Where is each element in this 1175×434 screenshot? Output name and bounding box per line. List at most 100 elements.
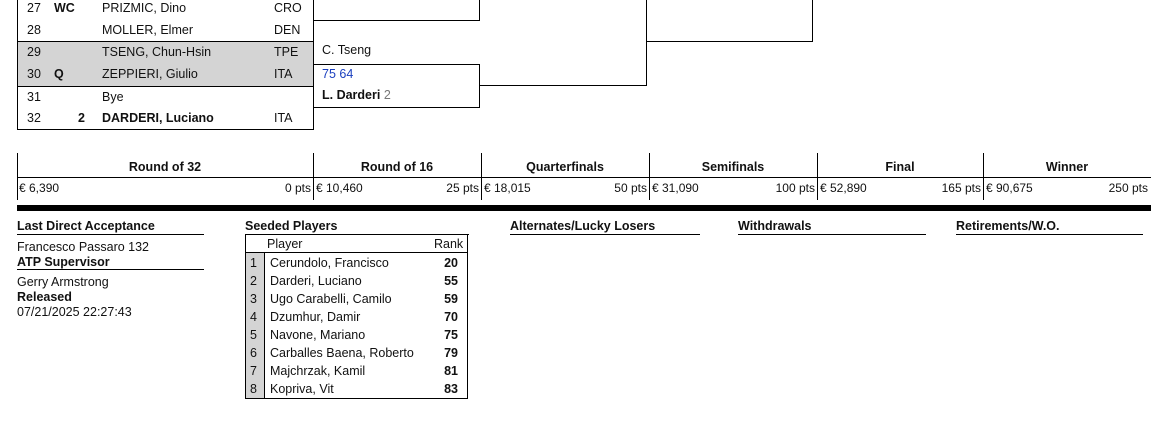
seed-rank: 70 — [444, 310, 458, 324]
bracket-line — [479, 85, 647, 86]
highlighted-match-bg — [17, 42, 314, 86]
bracket-line — [313, 107, 480, 108]
draw-row: 30 Q ZEPPIERI, Giulio ITA — [17, 64, 314, 86]
seed-number: 8 — [250, 382, 257, 396]
bracket-line — [17, 41, 314, 42]
draw-number: 30 — [27, 67, 41, 81]
seed-row: 7 Majchrzak, Kamil 81 — [246, 363, 469, 381]
entry-status: WC — [54, 1, 75, 15]
bracket-line — [17, 86, 314, 87]
bracket-line — [17, 0, 18, 130]
section-title: Withdrawals — [738, 219, 926, 235]
prize-amount: € 6,390 — [19, 181, 60, 195]
draw-row: 27 WC PRIZMIC, Dino CRO — [17, 0, 314, 20]
section-title: Retirements/W.O. — [956, 219, 1143, 235]
ranking-points: 165 pts — [941, 181, 981, 195]
draw-row: 32 2 DARDERI, Luciano ITA — [17, 108, 314, 130]
draw-number: 27 — [27, 1, 41, 15]
seed-rank: 81 — [444, 364, 458, 378]
prize-amount: € 52,890 — [820, 181, 867, 195]
seed-player-name: Cerundolo, Francisco — [270, 256, 389, 270]
seed-row: 6 Carballes Baena, Roberto 79 — [246, 345, 469, 363]
seed-player-name: Ugo Carabelli, Camilo — [270, 292, 392, 306]
bracket-line — [313, 64, 480, 65]
draw-number: 32 — [27, 111, 41, 125]
section-title: Last Direct Acceptance — [17, 219, 204, 235]
seed-rank: 55 — [444, 274, 458, 288]
released-timestamp: 07/21/2025 22:27:43 — [17, 305, 132, 319]
prize-amount: € 18,015 — [484, 181, 531, 195]
bracket-line — [646, 0, 647, 86]
seed-rank: 79 — [444, 346, 458, 360]
round2-winner: C. Tseng — [322, 43, 372, 57]
ranking-points: 100 pts — [775, 181, 815, 195]
draw-row: 28 MOLLER, Elmer DEN — [17, 20, 314, 42]
round-header: Round of 32 — [128, 160, 202, 174]
prize-amount: € 90,675 — [986, 181, 1033, 195]
seed-rank: 75 — [444, 328, 458, 342]
seed-player-name: Navone, Mariano — [270, 328, 366, 342]
ranking-points: 50 pts — [614, 181, 647, 195]
last-direct-acceptance: Francesco Passaro 132 — [17, 240, 150, 254]
player-name: DARDERI, Luciano — [102, 111, 214, 125]
bracket-line — [479, 64, 480, 108]
seed-number: 1 — [250, 256, 257, 270]
section-title: Seeded Players — [245, 219, 469, 235]
prize-amount: € 31,090 — [652, 181, 699, 195]
seed-row: 3 Ugo Carabelli, Camilo 59 — [246, 291, 469, 309]
table-border — [649, 153, 650, 200]
thick-divider — [17, 205, 1151, 211]
seed-number: 2 — [78, 111, 85, 125]
round-header: Round of 16 — [360, 160, 434, 174]
table-border — [246, 252, 468, 253]
player-country: ITA — [274, 111, 293, 125]
round-header: Winner — [1045, 160, 1089, 174]
player-name: Bye — [102, 90, 124, 104]
seed-number: 2 — [250, 274, 257, 288]
seed-row: 5 Navone, Mariano 75 — [246, 327, 469, 345]
bracket-line — [313, 20, 480, 21]
seeds-table — [245, 234, 468, 399]
player-name: ZEPPIERI, Giulio — [102, 67, 198, 81]
round-header: Quarterfinals — [526, 160, 604, 174]
column-header-rank: Rank — [434, 237, 464, 251]
draw-row: 31 Bye — [17, 87, 314, 109]
seed-number: 2 — [383, 88, 391, 102]
bracket-line — [313, 0, 314, 130]
round2-winner: L. Darderi 2 — [322, 88, 391, 102]
seed-number: 5 — [250, 328, 257, 342]
table-border — [817, 153, 818, 200]
seed-number: 3 — [250, 292, 257, 306]
player-name: PRIZMIC, Dino — [102, 1, 187, 15]
table-border — [17, 177, 1151, 178]
draw-number: 29 — [27, 45, 41, 59]
seed-row: 8 Kopriva, Vit 83 — [246, 381, 469, 399]
draw-row: 29 TSENG, Chun-Hsin TPE — [17, 42, 314, 64]
ranking-points: 250 pts — [1108, 181, 1148, 195]
seed-number-column — [246, 252, 264, 398]
table-border — [264, 252, 265, 398]
supervisor-name: Gerry Armstrong — [17, 275, 109, 289]
seed-row: 2 Darderi, Luciano 55 — [246, 273, 469, 291]
seed-rank: 59 — [444, 292, 458, 306]
table-border — [481, 153, 482, 200]
seed-player-name: Carballes Baena, Roberto — [270, 346, 414, 360]
player-country: TPE — [274, 45, 299, 59]
bracket-line — [479, 0, 480, 21]
seed-number: 4 — [250, 310, 257, 324]
round-header: Final — [885, 160, 915, 174]
bracket-line — [646, 41, 813, 42]
ranking-points: 0 pts — [284, 181, 311, 195]
seed-rank: 83 — [444, 382, 458, 396]
player-country: DEN — [274, 23, 301, 37]
seed-rank: 20 — [444, 256, 458, 270]
bracket-line — [812, 0, 813, 42]
seed-player-name: Majchrzak, Kamil — [270, 364, 366, 378]
draw-number: 31 — [27, 90, 41, 104]
seed-number: 6 — [250, 346, 257, 360]
seed-number: 7 — [250, 364, 257, 378]
seed-player-name: Kopriva, Vit — [270, 382, 334, 396]
ranking-points: 25 pts — [446, 181, 479, 195]
round-header: Semifinals — [701, 160, 765, 174]
seed-row: 4 Dzumhur, Damir 70 — [246, 309, 469, 327]
